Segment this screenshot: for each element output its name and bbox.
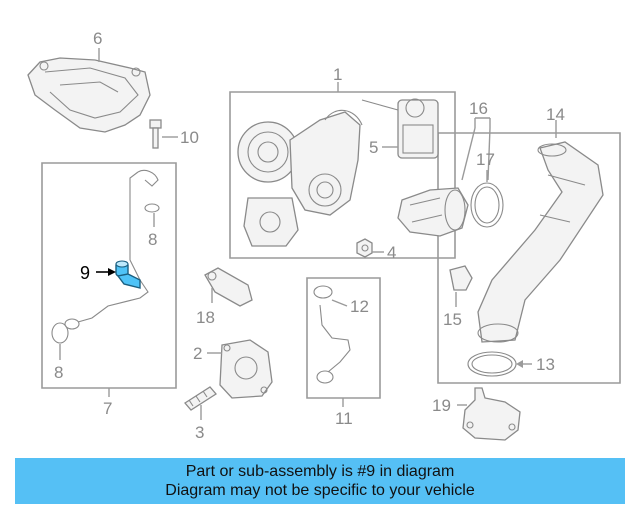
- callout-5: 5: [369, 138, 378, 157]
- stud-part-3[interactable]: [184, 386, 217, 411]
- group-box-13: [437, 132, 621, 384]
- hose-part-11[interactable]: [313, 285, 351, 384]
- callout-15: 15: [443, 310, 462, 329]
- callout-13: 14: [546, 105, 565, 124]
- clamp-ring-part-14[interactable]: [467, 351, 517, 377]
- sensor-part-15[interactable]: [449, 265, 473, 291]
- callout-3: 3: [195, 423, 204, 442]
- turbocharger-part[interactable]: [237, 109, 363, 247]
- callout-8-lower: 8: [54, 363, 63, 382]
- oil-line-part-7[interactable]: [64, 169, 159, 330]
- heat-shield-part[interactable]: [27, 57, 151, 133]
- callout-9: 9: [80, 263, 90, 283]
- banner-line-part: Part or sub-assembly is #9 in diagram: [185, 463, 455, 480]
- callout-12: 12: [350, 297, 369, 316]
- callout-2: 2: [193, 344, 202, 363]
- group-box-7: [41, 162, 177, 389]
- parts-diagram: 6 10 1 5 16 17 14 4 9 8 8 7 18 2 3 12 11…: [27, 29, 621, 442]
- actuator-part[interactable]: [361, 98, 439, 159]
- callout-17: 17: [476, 150, 495, 169]
- callout-6: 6: [93, 29, 102, 48]
- banner-line-disclaimer: Diagram may not be specific to your vehi…: [165, 482, 475, 499]
- washer-part-8a[interactable]: [144, 203, 160, 213]
- callout-19: 19: [432, 396, 451, 415]
- washer-part-8b[interactable]: [51, 322, 69, 344]
- callout-4: 4: [387, 243, 396, 262]
- callout-18: 18: [196, 308, 215, 327]
- callout-1: 1: [333, 65, 342, 84]
- callout-14: 13: [536, 355, 555, 374]
- callout-11: 11: [335, 409, 353, 428]
- outlet-pipe-part-16[interactable]: [397, 187, 469, 237]
- bolt-part-10[interactable]: [149, 119, 162, 149]
- nut-part-4[interactable]: [356, 238, 373, 258]
- group-box-11: [306, 277, 381, 399]
- callout-8-upper: 8: [148, 230, 157, 249]
- bracket-part-19[interactable]: [462, 387, 521, 441]
- intake-tube-part-13[interactable]: [477, 141, 604, 343]
- callout-16: 16: [469, 99, 488, 118]
- callout-10: 10: [180, 128, 199, 147]
- group-box-1: [229, 91, 456, 259]
- info-banner: Part or sub-assembly is #9 in diagram Di…: [15, 458, 625, 504]
- callout-7: 7: [103, 399, 112, 418]
- seal-ring-part-17[interactable]: [470, 182, 504, 228]
- gasket-part-2[interactable]: [219, 339, 273, 399]
- sensor-part-18[interactable]: [204, 267, 253, 307]
- banjo-fitting-part-9[interactable]: [115, 260, 141, 289]
